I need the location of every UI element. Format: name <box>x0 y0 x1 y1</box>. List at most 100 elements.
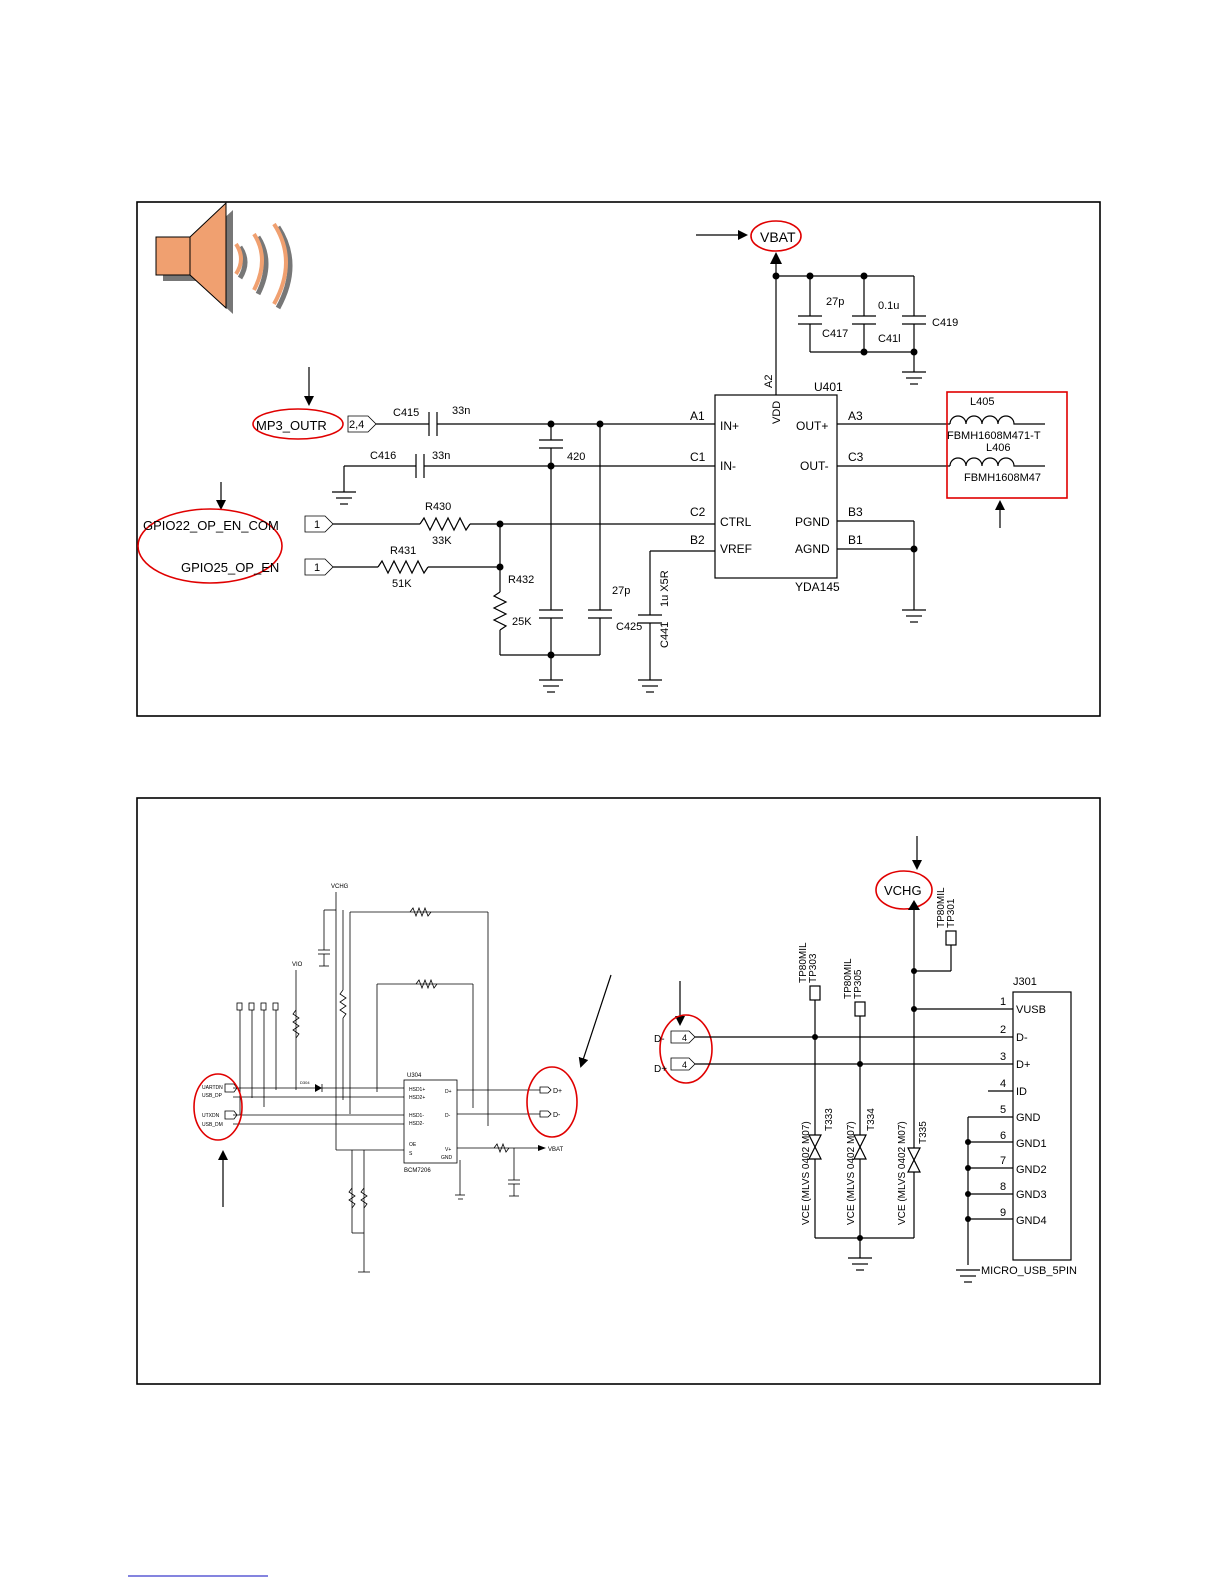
j301-pin9-num: 9 <box>1000 1207 1006 1219</box>
pin-in-plus: IN+ <box>720 419 739 433</box>
j301-part: MICRO_USB_5PIN <box>981 1265 1077 1277</box>
pin-a1: A1 <box>690 409 705 423</box>
j301-pin3-name: D+ <box>1016 1059 1030 1071</box>
j301-ref: J301 <box>1013 976 1037 988</box>
right-dm-pin: 4 <box>682 1033 687 1043</box>
pin-c3: C3 <box>848 450 864 464</box>
pin-b3: B3 <box>848 505 863 519</box>
left-usb-out-highlight <box>526 1066 578 1138</box>
left-dp-out: D+ <box>553 1088 562 1095</box>
bottom-panel-frame <box>136 797 1101 1385</box>
pin-in-minus: IN- <box>720 459 736 473</box>
pin-out-plus: OUT+ <box>796 419 828 433</box>
pin-agnd: AGND <box>795 542 830 556</box>
t335-part: VCE (MLVS 0402 M07) <box>897 1121 908 1225</box>
gpio-highlight <box>137 508 283 584</box>
left-ic-pin-hsd1p: HSD1+ <box>409 1087 425 1093</box>
c41l-ref: C41l <box>878 333 901 345</box>
j301-pin1-num: 1 <box>1000 996 1006 1008</box>
tp301-type: TP80MIL <box>936 887 947 928</box>
pin-a3: A3 <box>848 409 863 423</box>
c441-ref: C441 <box>659 622 671 648</box>
t333-part: VCE (MLVS 0402 M07) <box>801 1121 812 1225</box>
vbat-label: VBAT <box>760 229 796 245</box>
u401-part: YDA145 <box>795 580 840 594</box>
top-panel: VBAT 27p C4 <box>136 201 1101 717</box>
u401-ref: U401 <box>814 380 843 394</box>
left-ic-part: BCM7206 <box>404 1168 431 1174</box>
pin-c2: C2 <box>690 505 706 519</box>
left-ic-pin-s: S <box>409 1151 413 1157</box>
vref-net: 1u X5R C441 <box>637 550 715 693</box>
j301-pin2-num: 2 <box>1000 1024 1006 1036</box>
gpio25-label: GPIO25_OP_EN <box>181 560 279 575</box>
left-usb-dp: USB_DP <box>202 1093 223 1099</box>
left-vio-label: VIO <box>292 962 303 968</box>
inductor-group: L405 FBMH1608M471-T L406 FBMH1608M47 <box>946 391 1068 528</box>
left-dm-out: D- <box>553 1112 561 1119</box>
left-ic-pin-hsd2m: HSD2- <box>409 1121 424 1127</box>
left-vbat-label: VBAT <box>548 1147 564 1153</box>
left-ic-pin-vplus: V+ <box>445 1147 451 1153</box>
micro-usb-block: VCHG TP80MIL TP301 D- D+ 4 4 <box>654 836 1077 1283</box>
left-ic-pin-dp: D+ <box>445 1089 452 1095</box>
pin-c1: C1 <box>690 450 706 464</box>
c416-ref: C416 <box>370 450 396 462</box>
right-dp-pin: 4 <box>682 1060 687 1070</box>
left-usb-dm: USB_DM <box>202 1122 223 1128</box>
l406-ref: L406 <box>986 442 1010 454</box>
right-dp-label: D+ <box>654 1064 667 1075</box>
speaker-icon <box>155 201 293 314</box>
ic-u401: U401 YDA145 VDD A2 IN+ IN- CTRL VREF A1 … <box>690 375 864 594</box>
j301-pin4-name: ID <box>1016 1086 1027 1098</box>
left-ic-pin-hsd2p: HSD2+ <box>409 1095 425 1101</box>
j301-pin2-name: D- <box>1016 1032 1028 1044</box>
gpio22-label: GPIO22_OP_EN_COM <box>143 518 279 533</box>
gpio25-pin: 1 <box>314 562 320 574</box>
c417-value: 27p <box>826 296 844 308</box>
usb-data-highlight <box>659 1014 713 1084</box>
j301-pin5-num: 5 <box>1000 1104 1006 1116</box>
gpio22-pin: 1 <box>314 519 320 531</box>
j301-pin1-name: VUSB <box>1016 1004 1046 1016</box>
output-nets <box>837 423 950 623</box>
c425-value: 27p <box>612 585 630 597</box>
u401-vdd: VDD <box>771 401 783 424</box>
tp301-ref: TP301 <box>946 898 957 928</box>
mp3-outr-highlight <box>252 408 344 440</box>
j301-pin3-num: 3 <box>1000 1051 1006 1063</box>
t335-ref: T335 <box>918 1121 929 1144</box>
right-vchg-label: VCHG <box>884 883 922 898</box>
pin-b2: B2 <box>690 533 705 547</box>
r430-value: 33K <box>432 535 452 547</box>
left-uartdn: UARTDN <box>202 1085 223 1091</box>
l405-ref: L405 <box>970 396 994 408</box>
gpio-nets: GPIO22_OP_EN_COM GPIO25_OP_EN 1 1 R430 3… <box>137 482 715 693</box>
top-panel-frame <box>136 201 1101 717</box>
tp303-ref: TP303 <box>808 953 819 983</box>
j301-pin6-name: GND1 <box>1016 1138 1047 1150</box>
left-ic-ref: U304 <box>407 1073 422 1079</box>
c425-ref: C425 <box>616 621 642 633</box>
j301-pin6-num: 6 <box>1000 1130 1006 1142</box>
c420-ref: 420 <box>567 451 585 463</box>
vchg-highlight <box>875 870 933 910</box>
pin-b1: B1 <box>848 533 863 547</box>
u401-vdd-pin: A2 <box>763 375 775 388</box>
r432-value: 25K <box>512 616 532 628</box>
c415-value: 33n <box>452 405 470 417</box>
decoupling-caps: 27p C417 0.1u C41l C419 <box>798 276 958 385</box>
in-minus-net: C416 33n 420 27p C425 <box>331 424 715 655</box>
l406-part: FBMH1608M47 <box>964 472 1041 484</box>
c415-ref: C415 <box>393 407 419 419</box>
pin-vref: VREF <box>720 542 752 556</box>
t334-ref: T334 <box>866 1108 877 1131</box>
t333-ref: T333 <box>824 1108 835 1131</box>
c441-value: 1u X5R <box>659 570 671 607</box>
j301-pin9-name: GND4 <box>1016 1215 1047 1227</box>
left-ic-pin-gnd: GND <box>441 1155 453 1161</box>
left-ic-pin-oe: OE <box>409 1142 417 1148</box>
t334-part: VCE (MLVS 0402 M07) <box>846 1121 857 1225</box>
r431-value: 51K <box>392 578 412 590</box>
mp3-pin-label: 2,4 <box>349 419 364 431</box>
